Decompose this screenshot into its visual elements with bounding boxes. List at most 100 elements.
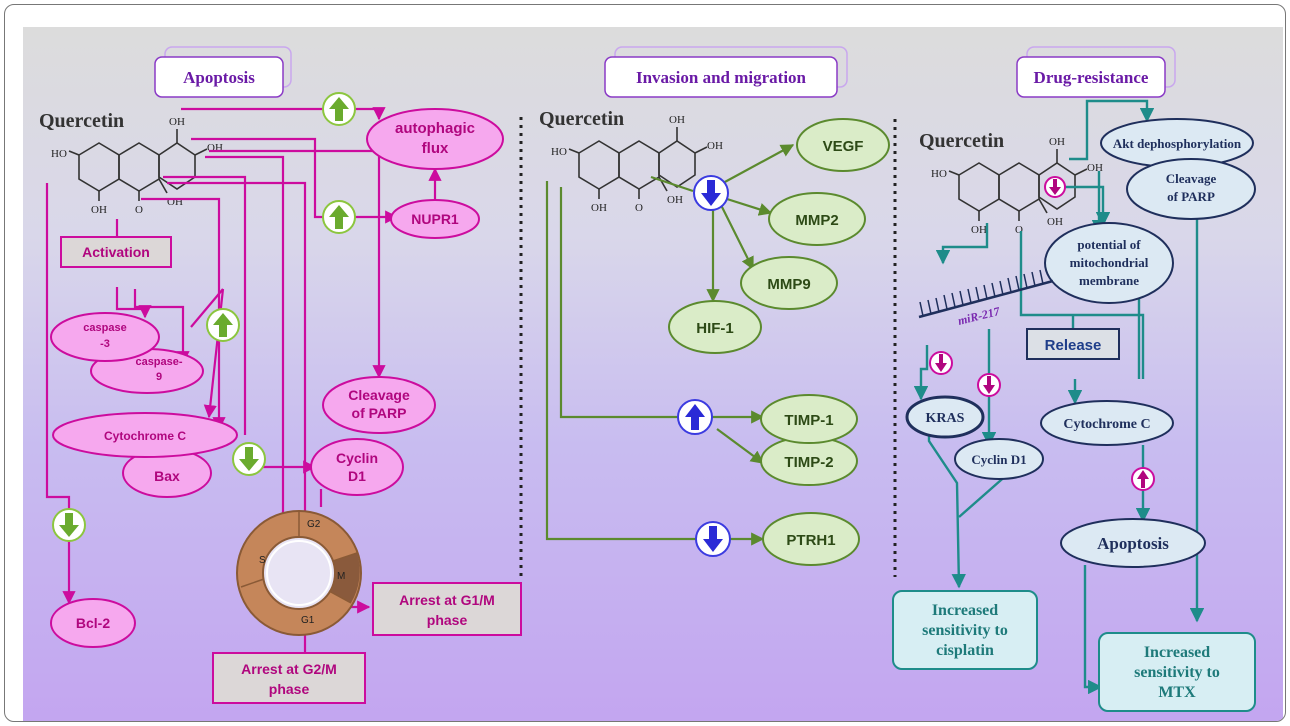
- autophagic-label: autophagic: [395, 120, 475, 137]
- quercetin-molecule-apoptosis: Quercetin OH OH OH HO OH O: [39, 110, 223, 216]
- oh-label: OH: [167, 196, 183, 208]
- arrest-g1m-label: Arrest at G1/M: [399, 592, 495, 608]
- cytochrome-label: Cytochrome C: [1063, 417, 1150, 432]
- oh-label: OH: [169, 116, 185, 128]
- vegf-label: VEGF: [823, 138, 864, 155]
- node-sensitivity-cisplatin: Increased sensitivity to cisplatin: [892, 590, 1038, 670]
- node-mmp2: MMP2: [768, 192, 866, 246]
- header-apoptosis: Apoptosis: [154, 46, 292, 98]
- phase-g1-label: G1: [301, 615, 315, 626]
- arrest-g2m-phase: phase: [269, 681, 310, 697]
- oh-label: OH: [1049, 136, 1065, 148]
- o-label: O: [635, 202, 643, 214]
- node-bcl-2: Bcl-2: [50, 598, 136, 648]
- quercetin-molecule-drug: Quercetin OH OH OH HO OH O: [919, 130, 1103, 236]
- node-release: Release: [1026, 328, 1120, 360]
- node-akt-dephosphorylation: Akt dephosphorylation: [1100, 118, 1254, 168]
- up-arrow-icon: [1131, 467, 1155, 491]
- node-arrest-g2m: Arrest at G2/M phase: [212, 652, 366, 704]
- hif1-label: HIF-1: [696, 320, 734, 337]
- up-arrow-icon: [206, 308, 240, 342]
- down-arrow-icon: [232, 442, 266, 476]
- oh-label: OH: [707, 140, 723, 152]
- of-parp-label: of PARP: [1167, 189, 1215, 204]
- kras-label: KRAS: [926, 411, 965, 426]
- up-arrow-icon: [322, 200, 356, 234]
- quercetin-label: Quercetin: [39, 110, 124, 132]
- mitochondrial-label: mitochondrial: [1070, 255, 1149, 270]
- diagram-svg: Apoptosis Invasion and migration Drug-re…: [39, 46, 1256, 712]
- potential-label: potential of: [1077, 237, 1141, 252]
- node-apoptosis-drug: Apoptosis: [1060, 518, 1206, 568]
- quercetin-label: Quercetin: [539, 108, 624, 130]
- node-cleavage-parp-apoptosis: Cleavage of PARP: [322, 376, 436, 434]
- cisplatin-line3: cisplatin: [936, 642, 994, 659]
- oh-label: OH: [91, 204, 107, 216]
- mirna-217-strand: miR-217: [918, 269, 1054, 328]
- down-arrow-icon: [929, 351, 953, 375]
- cytochrome-label: Cytochrome C: [104, 429, 186, 443]
- bcl2-label: Bcl-2: [76, 615, 110, 631]
- oh-label: OH: [207, 142, 223, 154]
- node-hif-1: HIF-1: [668, 300, 762, 354]
- cleavage-label: Cleavage: [1166, 171, 1217, 186]
- node-cyclin-d1-drug: Cyclin D1: [954, 438, 1044, 480]
- o-label: O: [135, 204, 143, 216]
- timp1-label: TIMP-1: [784, 412, 833, 429]
- oh-label: OH: [669, 114, 685, 126]
- cisplatin-line2: sensitivity to: [922, 622, 1008, 639]
- phase-s-label: S: [259, 555, 266, 566]
- node-mmp9: MMP9: [740, 256, 838, 310]
- diagram-canvas: Apoptosis Invasion and migration Drug-re…: [23, 27, 1283, 721]
- node-cyclin-d1-apoptosis: Cyclin D1: [310, 438, 404, 496]
- node-timp-1: TIMP-1: [760, 394, 858, 444]
- node-activation: Activation: [60, 236, 172, 268]
- down-arrow-icon: [695, 521, 731, 557]
- quercetin-molecule-invasion: Quercetin OH OH OH HO OH O: [539, 108, 723, 214]
- down-arrow-icon: [1044, 176, 1066, 198]
- node-cleavage-parp-drug: Cleavage of PARP: [1126, 158, 1256, 220]
- phase-m-label: M: [337, 571, 345, 582]
- caspase-9-number: 9: [156, 371, 162, 383]
- node-mitochondrial-potential: potential of mitochondrial membrane: [1044, 222, 1174, 304]
- ho-label: HO: [551, 146, 567, 158]
- node-sensitivity-mtx: Increased sensitivity to MTX: [1098, 632, 1256, 712]
- oh-label: OH: [1047, 216, 1063, 228]
- node-timp-2: TIMP-2: [760, 436, 858, 486]
- flux-label: flux: [422, 140, 449, 157]
- o-label: O: [1015, 224, 1023, 236]
- caspase-9-label: caspase-: [135, 356, 182, 368]
- node-autophagic-flux: autophagic flux: [366, 108, 504, 170]
- oh-label: OH: [1087, 162, 1103, 174]
- caspase-3-label: caspase: [83, 322, 126, 334]
- cleavage-label: Cleavage: [348, 387, 410, 403]
- node-kras: KRAS: [905, 395, 985, 439]
- up-arrow-icon: [322, 92, 356, 126]
- timp2-label: TIMP-2: [784, 454, 833, 471]
- figure-frame: Apoptosis Invasion and migration Drug-re…: [4, 4, 1286, 722]
- mmp9-label: MMP9: [767, 276, 810, 293]
- header-invasion-label: Invasion and migration: [636, 68, 807, 87]
- node-cytochrome-c-apoptosis: Cytochrome C: [52, 412, 238, 458]
- phase-g2-label: G2: [307, 519, 321, 530]
- caspase-3-number: -3: [100, 338, 110, 350]
- mtx-line3: MTX: [1158, 684, 1196, 701]
- node-cytochrome-c-drug: Cytochrome C: [1040, 400, 1174, 446]
- down-arrow-icon: [52, 508, 86, 542]
- ptrh1-label: PTRH1: [786, 532, 835, 549]
- mmp2-label: MMP2: [795, 212, 838, 229]
- up-arrow-icon: [677, 399, 713, 435]
- oh-label: OH: [591, 202, 607, 214]
- cyclin-d1-label: Cyclin D1: [971, 452, 1026, 467]
- arrest-g2m-label: Arrest at G2/M: [241, 661, 337, 677]
- header-invasion: Invasion and migration: [604, 46, 848, 98]
- cisplatin-line1: Increased: [932, 602, 998, 619]
- down-arrow-icon: [693, 175, 729, 211]
- node-arrest-g1m: Arrest at G1/M phase: [372, 582, 522, 636]
- cyclin-label: Cyclin: [336, 450, 378, 466]
- node-caspase-3: caspase -3: [50, 312, 160, 362]
- node-bax: Bax: [122, 448, 212, 498]
- bax-label: Bax: [154, 468, 180, 484]
- activation-label: Activation: [82, 244, 150, 260]
- oh-label: OH: [971, 224, 987, 236]
